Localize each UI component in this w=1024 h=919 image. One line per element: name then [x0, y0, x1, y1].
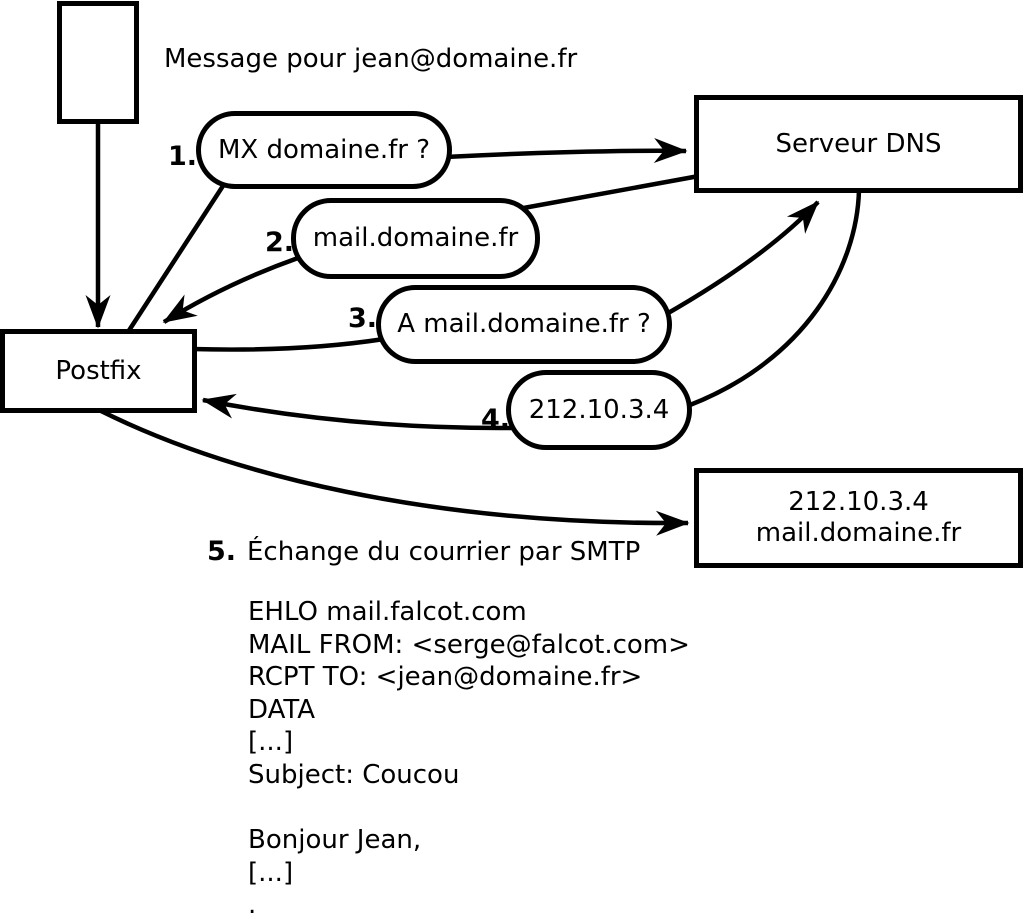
smtp-line: RCPT TO: <jean@domaine.fr>	[248, 662, 643, 693]
dns-server-label: Serveur DNS	[775, 128, 942, 159]
step2-response-pill: mail.domaine.fr	[291, 198, 540, 279]
message-note: Message pour jean@domaine.fr	[164, 44, 578, 74]
smtp-line: [...]	[248, 857, 294, 888]
step2-number: 2.	[265, 227, 295, 258]
step3-label: A mail.domaine.fr ?	[397, 309, 651, 339]
step2-label: mail.domaine.fr	[312, 223, 519, 253]
smtp-transcript: EHLO mail.falcot.com MAIL FROM: <serge@f…	[248, 596, 690, 919]
smtp-line: DATA	[248, 694, 315, 725]
smtp-line: EHLO mail.falcot.com	[248, 597, 527, 627]
arrow-pill4-to-postfix	[201, 393, 513, 431]
line-dns-to-pill2	[517, 173, 700, 212]
step1-number: 1.	[168, 141, 198, 172]
smtp-line: MAIL FROM: <serge@falcot.com>	[248, 629, 690, 660]
smtp-line: Subject: Coucou	[248, 759, 460, 790]
smtp-line: Bonjour Jean,	[248, 825, 422, 856]
step1-label: MX domaine.fr ?	[217, 134, 431, 165]
smtp-line: [...]	[248, 727, 294, 758]
arrow-pill2-to-postfix	[162, 255, 299, 324]
step5-label: Échange du courrier par SMTP	[247, 537, 641, 567]
mail-server-hostname: mail.domaine.fr	[755, 518, 962, 548]
arrow-postfix-to-mailserver	[100, 408, 690, 536]
postfix-box: Postfix	[0, 329, 197, 413]
step3-query-pill: A mail.domaine.fr ?	[376, 285, 672, 364]
mail-server-box: 212.10.3.4 mail.domaine.fr	[694, 468, 1023, 568]
step4-label: 212.10.3.4	[528, 394, 670, 425]
line-postfix-to-pill3	[191, 336, 385, 352]
step1-query-pill: MX domaine.fr ?	[196, 111, 452, 189]
arrow-pill3-to-dns	[661, 200, 820, 318]
smtp-line	[248, 792, 690, 825]
step4-response-pill: 212.10.3.4	[506, 370, 692, 450]
step5-number: 5.	[207, 536, 237, 567]
sender-box	[57, 1, 139, 124]
step3-number: 3.	[348, 303, 378, 334]
line-dns-to-pill4	[689, 189, 862, 408]
arrow-pill1-to-dns	[444, 138, 688, 164]
dns-server-box: Serveur DNS	[694, 95, 1023, 193]
mail-server-ip: 212.10.3.4	[788, 487, 929, 517]
line-postfix-to-pill1	[126, 170, 234, 334]
postfix-label: Postfix	[55, 355, 142, 386]
step4-number: 4.	[481, 404, 511, 435]
smtp-line: .	[248, 890, 257, 919]
